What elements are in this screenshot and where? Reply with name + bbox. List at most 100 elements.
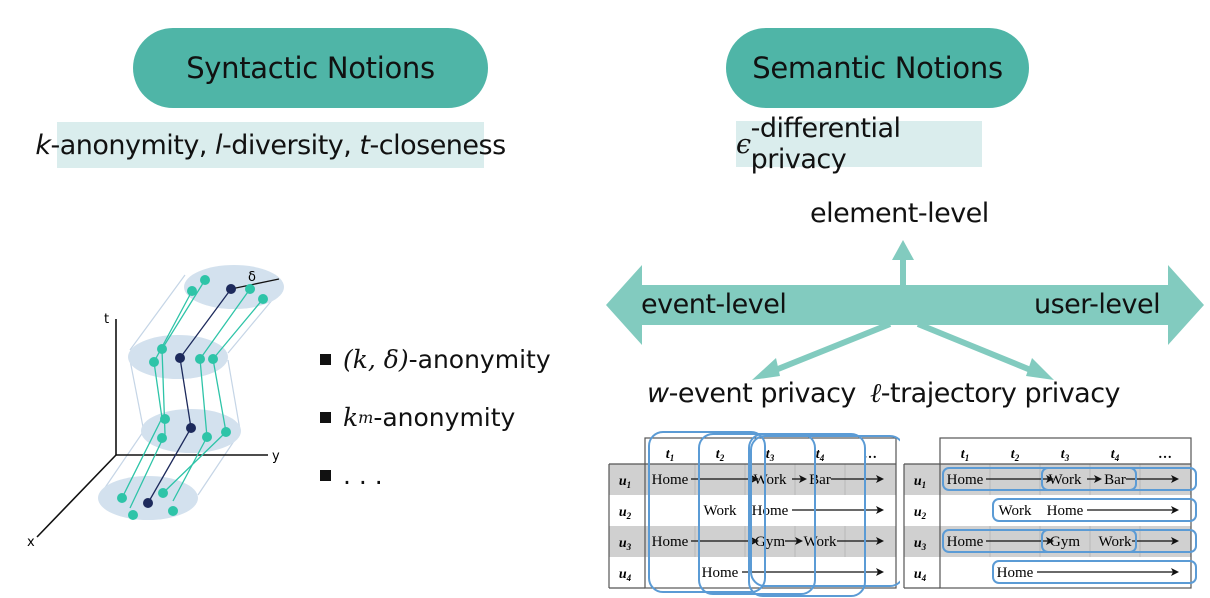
epsilon-symbol: ϵ [736, 128, 751, 160]
arrow-head [876, 475, 884, 483]
event-level-label: event-level [641, 289, 787, 320]
arrow-head [799, 475, 807, 483]
trajectory-window-outline [992, 498, 1197, 522]
bullet-square-icon [320, 353, 331, 365]
user-header: u4 [619, 567, 632, 583]
arrow-head [751, 475, 759, 483]
l-trajectory-privacy-text: -trajectory privacy [880, 378, 1121, 409]
table-cell: Work [1099, 534, 1132, 550]
navy-trajectory [147, 288, 232, 504]
down-left-arrow-head [752, 358, 780, 380]
navy-points [143, 284, 236, 508]
bullet-text: -anonymity [408, 344, 551, 374]
syntactic-notions-title: Syntactic Notions [186, 51, 435, 85]
bullet-text: . . . [343, 460, 383, 490]
table-cell: Work [1049, 472, 1082, 488]
arrow-head [1046, 475, 1054, 483]
w-event-privacy-label: w-event privacy [647, 378, 856, 409]
arrow-head [876, 537, 884, 545]
bullet-math: k [343, 402, 359, 432]
table-cell: Work [704, 503, 737, 519]
w-event-privacy-text: -event privacy [668, 378, 857, 409]
time-header: … [1159, 447, 1173, 462]
arrow-head [751, 537, 759, 545]
axis-label-y: y [272, 449, 280, 464]
bullet-k-delta-anonymity: (k, δ) -anonymity [320, 330, 551, 388]
arrow-head [1094, 475, 1102, 483]
arrow-head [1171, 506, 1179, 514]
time-header: t4 [816, 447, 825, 463]
teal-trajectories [121, 279, 264, 509]
semantic-notions-subtitle: ϵ -differential privacy [736, 113, 982, 175]
trajectory-window-outline [1041, 529, 1197, 553]
user-header: u2 [619, 505, 632, 521]
sliding-window-outline [748, 433, 866, 597]
user-header: u2 [914, 505, 927, 521]
time-header: … [864, 447, 878, 462]
arrow-head [1171, 475, 1179, 483]
table-cell: Home [652, 534, 689, 550]
arrow-head [1171, 568, 1179, 576]
semantic-notions-header: Semantic Notions [726, 28, 1029, 108]
time-header: t1 [961, 447, 969, 463]
table-cell: Home [947, 534, 984, 550]
trajectory-cylinder-figure: t y x δ [27, 265, 284, 550]
down-left-arrow-shaft [766, 321, 892, 376]
subtitle-part: k [35, 129, 51, 161]
subtitle-part: t [359, 129, 370, 161]
table-cell: Home [752, 503, 789, 519]
arrow-head [795, 537, 803, 545]
arrow-head [1046, 537, 1054, 545]
horizontal-double-arrow [606, 265, 1204, 345]
syntactic-notions-subtitle: k-anonymity, l-diversity, t-closeness [35, 122, 506, 168]
subtitle-part: -diversity, [222, 129, 360, 161]
table-cell: Gym [755, 534, 785, 550]
axis-label-t: t [104, 312, 109, 327]
arrow-head [1171, 537, 1179, 545]
table-border [939, 437, 1192, 589]
down-right-arrow-head [1026, 358, 1054, 380]
element-level-label: element-level [810, 198, 989, 229]
trajectory-window-outline [942, 467, 1137, 491]
axis-label-x: x [27, 535, 35, 550]
table-cell: Home [702, 565, 739, 581]
teal-points [117, 275, 268, 520]
table-cell: Home [1047, 503, 1084, 519]
time-header: t4 [1111, 447, 1120, 463]
semantic-notions-title: Semantic Notions [752, 51, 1003, 85]
user-level-label: user-level [1034, 289, 1161, 320]
up-arrow [892, 240, 914, 285]
table-cell: Bar [809, 472, 831, 488]
w-symbol: w [647, 378, 669, 409]
time-header: t3 [1061, 447, 1070, 463]
trajectory-window-outline [1041, 467, 1197, 491]
subtitle-part: l [215, 129, 223, 161]
l-trajectory-privacy-label: ℓ-trajectory privacy [870, 378, 1121, 409]
ell-symbol: ℓ [870, 378, 881, 409]
table-cell: Work [804, 534, 837, 550]
table-cell: Gym [1050, 534, 1080, 550]
user-header: u4 [914, 567, 927, 583]
differential-privacy-text: -differential privacy [750, 113, 901, 175]
bullet-math: (k, δ) [343, 344, 409, 374]
time-header: t3 [766, 447, 775, 463]
syntactic-notions-header: Syntactic Notions [133, 28, 488, 108]
bullet-text: -anonymity [373, 402, 516, 432]
table-cell: Work [999, 503, 1032, 519]
table-border [644, 437, 897, 589]
arrow-head [876, 506, 884, 514]
delta-radius-line [230, 278, 280, 290]
axes [36, 319, 268, 538]
table-cell: Home [652, 472, 689, 488]
bullet-square-icon [320, 411, 331, 423]
delta-label: δ [248, 270, 256, 285]
arrow-head [876, 568, 884, 576]
table-cell: Home [997, 565, 1034, 581]
table-cell: Bar [1104, 472, 1126, 488]
time-header: t2 [1011, 447, 1020, 463]
table-cell: Work [754, 472, 787, 488]
